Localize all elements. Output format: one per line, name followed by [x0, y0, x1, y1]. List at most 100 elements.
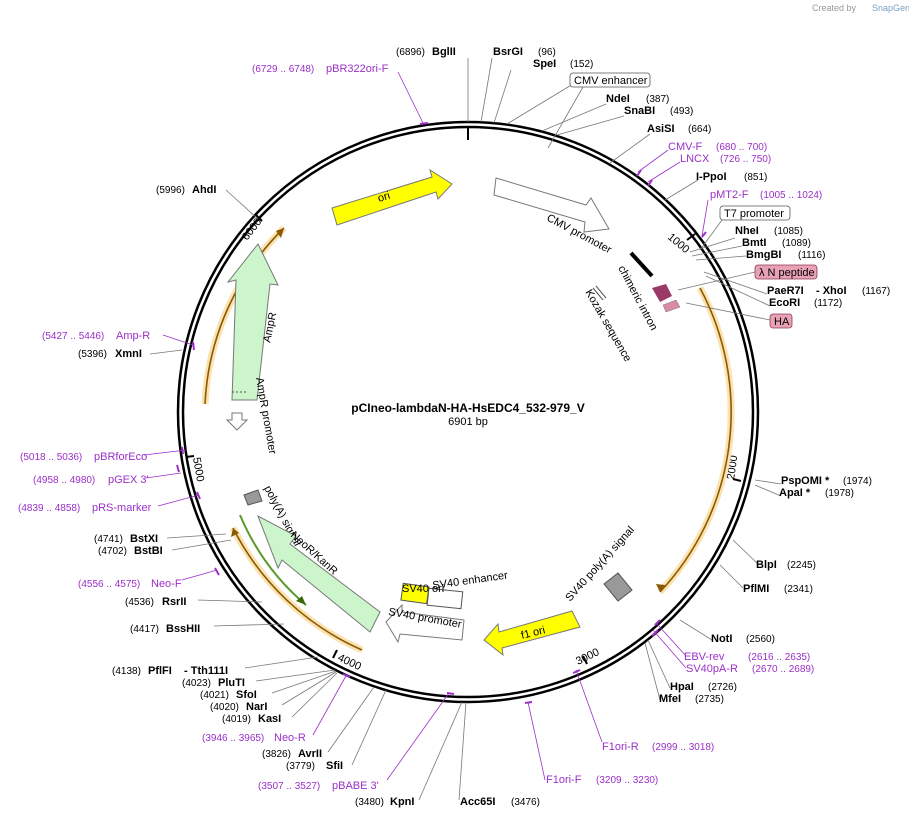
sv40-enhancer-label: SV40 enhancer: [432, 569, 509, 591]
site-pos: (5996): [156, 185, 185, 196]
site-bsshii: BssHII: [166, 623, 200, 635]
ha-label: HA: [774, 316, 790, 328]
svg-text:(2616 .. 2635): (2616 .. 2635): [748, 652, 810, 663]
site-tth111i: - Tth111I: [184, 665, 228, 677]
site-pos: (4020): [210, 702, 239, 713]
primer-pbrforeco: pBRforEco: [94, 451, 147, 463]
site-pos: (4138): [112, 666, 141, 677]
primer-pbabe3: pBABE 3': [332, 780, 379, 792]
site-pos: (2735): [695, 694, 724, 705]
lambda-n-label: λ N peptide: [759, 267, 815, 279]
site-pos: (1974): [843, 476, 872, 487]
polya-feature: [243, 489, 263, 506]
site-bmti: BmtI: [742, 237, 766, 249]
orf-arcs: [201, 225, 735, 654]
cmv-promoter-feature: [493, 177, 610, 233]
svg-text:(4556 .. 4575): (4556 .. 4575): [78, 579, 140, 590]
ori-label: ori: [376, 190, 391, 205]
site-spei: SpeI: [533, 58, 556, 70]
kozak-label: Kozak sequence: [582, 288, 633, 364]
plasmid-size: 6901 bp: [448, 416, 488, 428]
svg-text:(680 .. 700): (680 .. 700): [716, 142, 767, 153]
credit-text: Created by: [812, 3, 857, 13]
site-hpai: HpaI: [670, 681, 694, 693]
site-pos: (4023): [182, 678, 211, 689]
primer-cmv-f: CMV-F: [668, 141, 703, 153]
site-pos: (2341): [784, 584, 813, 595]
site-bsrgi: BsrGI: [493, 46, 523, 58]
svg-text:(5018 .. 5036): (5018 .. 5036): [20, 452, 82, 463]
primer-pgex3: pGEX 3': [108, 474, 149, 486]
primer-sv40pa-r: SV40pA-R: [686, 663, 738, 675]
site-kasi: KasI: [258, 713, 281, 725]
site-pos: (5396): [78, 349, 107, 360]
chimeric-intron-mark: [629, 251, 654, 278]
svg-text:(1005 .. 1024): (1005 .. 1024): [760, 190, 822, 201]
site-bmgbi: BmgBI: [746, 249, 781, 261]
site-pos: (2245): [787, 560, 816, 571]
t7-promoter-label: T7 promoter: [724, 208, 784, 220]
site-pflmi: PflMI: [743, 583, 769, 595]
site-pos: (4021): [200, 690, 229, 701]
primer-marks: [176, 122, 707, 704]
svg-text:(3507 .. 3527): (3507 .. 3527): [258, 781, 320, 792]
site-pos: (3779): [286, 761, 315, 772]
site-snabi: SnaBI: [624, 105, 655, 117]
site-nhei: NheI: [735, 225, 759, 237]
cmv-enhancer-label: CMV enhancer: [574, 75, 648, 87]
site-rsrii: RsrII: [162, 596, 186, 608]
site-pos: (664): [688, 124, 711, 135]
site-pos: (96): [538, 47, 556, 58]
primer-neo-r: Neo-R: [274, 732, 306, 744]
primer-pmt2-f: pMT2-F: [710, 189, 749, 201]
site-apai: ApaI *: [779, 487, 811, 499]
f1-ori-label: f1 ori: [520, 624, 547, 642]
site-pos: (4702): [98, 546, 127, 557]
primer-prs-marker: pRS-marker: [92, 502, 152, 514]
svg-text:(3209 .. 3230): (3209 .. 3230): [596, 775, 658, 786]
site-pos: (4019): [222, 714, 251, 725]
svg-text:(2670 .. 2689): (2670 .. 2689): [752, 664, 814, 675]
site-ndei: NdeI: [606, 93, 630, 105]
site-pos: (3480): [355, 797, 384, 808]
sv40-polya-feature: [603, 572, 633, 602]
site-pos: (3826): [262, 749, 291, 760]
site-pos: (387): [646, 94, 669, 105]
svg-text:(6729 .. 6748): (6729 .. 6748): [252, 64, 314, 75]
primers: (6729 .. 6748) pBR322ori-F CMV-F (680 ..…: [18, 63, 822, 792]
svg-text:(5427 .. 5446): (5427 .. 5446): [42, 331, 104, 342]
site-paer7i: PaeR7I: [767, 285, 804, 297]
site-i-ppoi: I-PpoI: [696, 171, 727, 183]
site-mfei: MfeI: [659, 693, 681, 705]
svg-text:(4958 .. 4980): (4958 .. 4980): [33, 475, 95, 486]
primer-ebv-rev: EBV-rev: [684, 651, 725, 663]
lambda-n-feature: [652, 284, 672, 302]
primer-pbr322ori-f: pBR322ori-F: [326, 63, 389, 75]
site-pos: (1085): [774, 226, 803, 237]
site-acc65i: Acc65I: [460, 796, 495, 808]
site-pos: (152): [570, 59, 593, 70]
site-pos: (3476): [511, 797, 540, 808]
site-pos: (1978): [825, 488, 854, 499]
boxed-features: CMV enhancer T7 promoter λ N peptide HA: [547, 72, 818, 329]
neor-feature: [257, 514, 381, 633]
site-pos: (1167): [862, 286, 890, 297]
site-pluti: PluTI: [218, 677, 245, 689]
site-pspomi: PspOMI *: [781, 475, 830, 487]
primer-lncx: LNCX: [680, 153, 710, 165]
site-sfoi: SfoI: [236, 689, 257, 701]
site-pos: (2726): [708, 682, 737, 693]
sv40-ori-label: SV40 ori: [402, 583, 444, 595]
svg-text:(4839 .. 4858): (4839 .. 4858): [18, 503, 80, 514]
site-asisi: AsiSI: [647, 123, 675, 135]
site-pos: (851): [744, 172, 767, 183]
site-pos: (4536): [125, 597, 154, 608]
svg-text:(2999 .. 3018): (2999 .. 3018): [652, 742, 714, 753]
site-leaders: [149, 57, 782, 801]
site-blpi: BlpI: [756, 559, 777, 571]
svg-text:(3946 .. 3965): (3946 .. 3965): [202, 733, 264, 744]
ampr-feature: [226, 243, 279, 401]
site-pos: (6896): [396, 47, 425, 58]
site-nari: NarI: [246, 701, 267, 713]
ha-feature: [662, 299, 681, 313]
